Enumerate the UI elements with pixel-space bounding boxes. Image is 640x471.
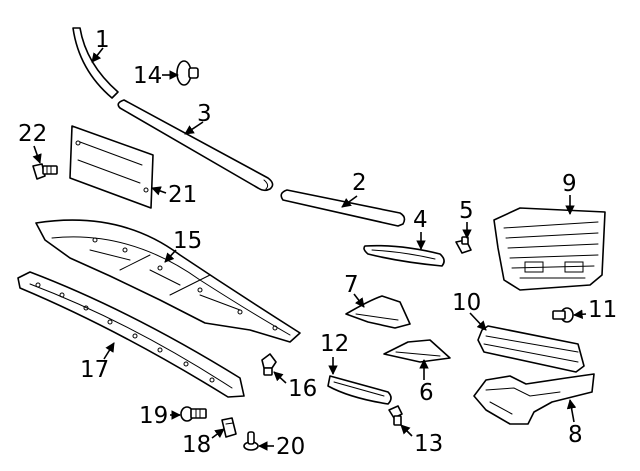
callout-17: 17 [80,357,109,383]
callout-19: 19 [139,403,168,429]
callout-2: 2 [352,170,367,196]
callout-18: 18 [182,432,211,458]
part-17-lower-deflector [17,271,245,398]
callout-11: 11 [588,297,617,323]
part-16-clip [261,353,277,376]
part-20-screw [243,431,259,451]
part-6-bracket [383,339,451,363]
callout-6: 6 [419,380,434,406]
callout-13: 13 [414,431,443,457]
callout-15: 15 [173,228,202,254]
part-3-trim-molding [117,99,274,192]
part-11-bolt [552,307,574,323]
part-2-trim-molding [280,189,406,227]
callout-9: 9 [562,171,577,197]
callout-12: 12 [320,331,349,357]
part-5-bolt [455,236,472,254]
part-13-screw [388,405,403,426]
callout-8: 8 [568,422,583,448]
callout-5: 5 [459,198,474,224]
part-15-absorber [35,219,301,343]
callout-10: 10 [452,290,481,316]
part-4-reflector-trim [363,244,445,267]
part-21-license-bracket [69,125,154,209]
callout-20: 20 [276,434,305,460]
callout-labels: 1 2 3 4 5 6 7 8 9 10 11 12 13 14 15 16 1… [18,27,617,460]
callout-3: 3 [197,101,212,127]
part-1-molding-strip [72,27,119,99]
part-12-side-trim [327,375,392,405]
part-19-bolt [180,406,207,422]
callout-14: 14 [133,63,162,89]
callout-1: 1 [95,27,110,53]
part-7-bracket [345,295,411,329]
part-22-bolt [32,163,58,180]
part-14-push-clip [176,60,199,86]
callout-22: 22 [18,121,47,147]
callout-7: 7 [344,272,359,298]
part-9-grille [493,207,606,291]
part-10-lower-grille [477,325,585,373]
callout-4: 4 [413,207,428,233]
part-18-nut-clip [221,417,237,438]
part-8-air-duct [473,373,595,425]
leader-lines [32,47,587,451]
callout-21: 21 [168,182,197,208]
callout-16: 16 [288,376,317,402]
